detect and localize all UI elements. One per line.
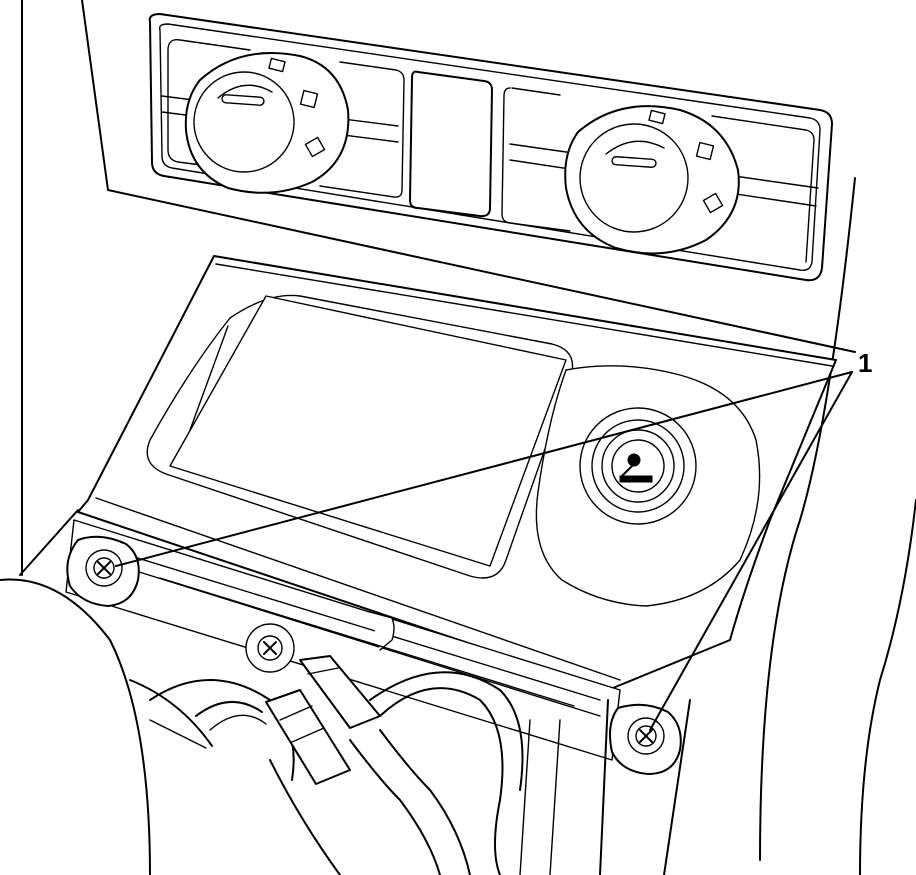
left-climate-knob[interactable] [184,52,350,194]
right-climate-knob[interactable] [564,105,740,255]
lighter-icon[interactable] [611,439,665,493]
wiring-harness [149,671,524,875]
console-lower-body [519,699,691,875]
console-right-side [759,177,856,861]
storage-compartment [146,294,574,579]
callout-leaders [115,371,853,731]
screw-icon[interactable] [93,557,115,579]
callout-label-1: 1 [858,348,872,378]
lower-bracket [65,519,621,761]
screw-icon[interactable] [245,623,295,673]
seat-contour-left [0,578,213,875]
knob-indicator [611,156,657,168]
screw-icon[interactable] [635,725,657,747]
center-button-slot [409,70,493,218]
connector-plug[interactable] [265,655,381,785]
knob-indicator [221,94,265,106]
seat-edge-right [859,499,916,875]
dash-left-edge [19,0,856,576]
